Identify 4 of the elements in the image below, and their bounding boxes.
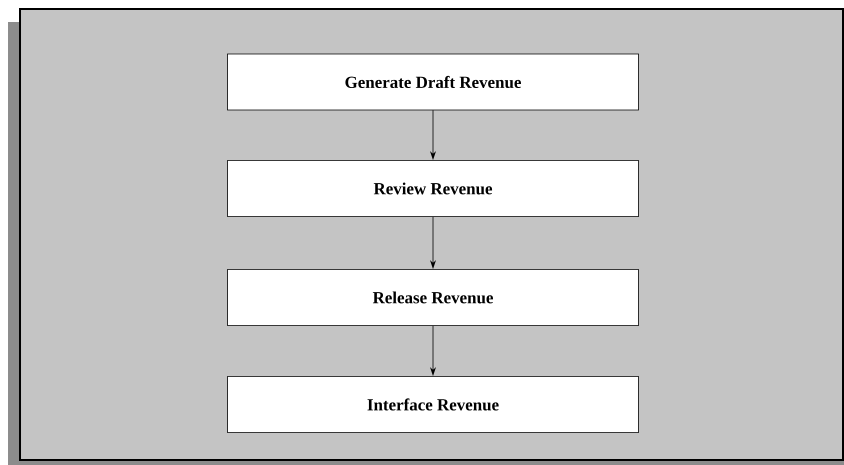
process-box: Release Revenue [227,269,639,326]
process-box: Generate Draft Revenue [227,54,639,110]
process-box: Interface Revenue [227,376,639,433]
process-box: Review Revenue [227,160,639,217]
